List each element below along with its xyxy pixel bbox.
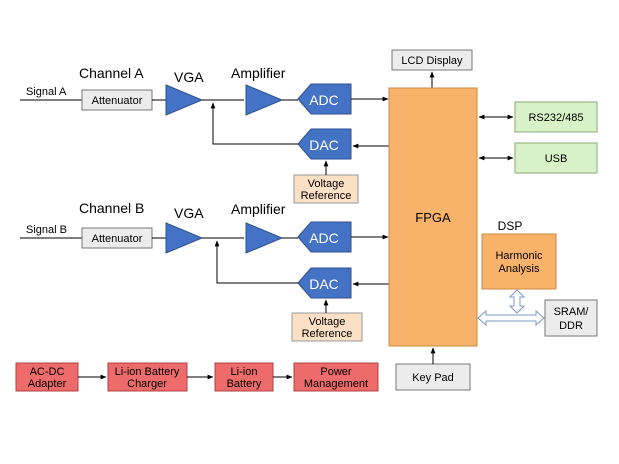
- vga-b-triangle: [165, 222, 204, 254]
- svg-text:FPGA: FPGA: [415, 210, 451, 225]
- attenuator-a-block: Attenuator: [81, 89, 153, 111]
- li-ion-charger-block: Li-ion Battery Charger: [107, 362, 188, 392]
- vga-b-label: VGA: [174, 205, 204, 221]
- amplifier-b-triangle: [245, 222, 284, 254]
- svg-text:DDR: DDR: [559, 320, 583, 332]
- signal-b-label: Signal B: [26, 224, 67, 236]
- adc-b-block: ADC: [297, 221, 352, 253]
- fpga-block: FPGA: [388, 87, 478, 347]
- bus-arrow-horizontal: [477, 309, 545, 327]
- harmonic-analysis-block: Harmonic Analysis: [481, 233, 557, 290]
- svg-text:Reference: Reference: [301, 190, 352, 202]
- svg-text:RS232/485: RS232/485: [528, 112, 583, 124]
- svg-text:LCD Display: LCD Display: [401, 55, 463, 67]
- channel-a-label: Channel A: [79, 65, 144, 81]
- svg-text:Adapter: Adapter: [28, 378, 67, 390]
- svg-text:Attenuator: Attenuator: [92, 95, 143, 107]
- svg-text:Voltage: Voltage: [308, 178, 345, 190]
- svg-text:Attenuator: Attenuator: [92, 233, 143, 245]
- vga-a-label: VGA: [174, 69, 204, 85]
- svg-text:ADC: ADC: [309, 230, 339, 246]
- svg-text:Harmonic: Harmonic: [495, 250, 543, 262]
- svg-text:Voltage: Voltage: [309, 316, 346, 328]
- sram-ddr-block: SRAM/ DDR: [544, 299, 598, 337]
- dac-b-block: DAC: [297, 267, 352, 299]
- signal-a-label: Signal A: [26, 86, 67, 98]
- svg-text:AC-DC: AC-DC: [30, 366, 65, 378]
- svg-text:Analysis: Analysis: [499, 263, 540, 275]
- attenuator-b-block: Attenuator: [81, 227, 153, 249]
- svg-text:Key Pad: Key Pad: [412, 372, 454, 384]
- svg-text:Li-ion Battery: Li-ion Battery: [115, 366, 180, 378]
- amplifier-b-label: Amplifier: [231, 201, 286, 217]
- svg-text:DAC: DAC: [309, 137, 339, 153]
- amplifier-a-label: Amplifier: [231, 65, 286, 81]
- svg-text:ADC: ADC: [309, 92, 339, 108]
- svg-text:Li-ion: Li-ion: [231, 366, 258, 378]
- svg-text:Charger: Charger: [127, 378, 167, 390]
- ac-dc-adapter-block: AC-DC Adapter: [15, 362, 79, 392]
- lcd-display-block: LCD Display: [391, 49, 473, 71]
- svg-text:Power: Power: [320, 366, 352, 378]
- svg-text:DAC: DAC: [309, 276, 339, 292]
- key-pad-block: Key Pad: [395, 363, 471, 391]
- rs232-block: RS232/485: [514, 101, 598, 133]
- adc-a-block: ADC: [297, 83, 352, 115]
- voltage-reference-a-block: Voltage Reference: [293, 174, 359, 204]
- amplifier-a-triangle: [245, 84, 284, 116]
- vga-a-triangle: [165, 84, 204, 116]
- svg-text:USB: USB: [545, 153, 568, 165]
- svg-text:Battery: Battery: [227, 378, 262, 390]
- voltage-reference-b-block: Voltage Reference: [291, 312, 363, 342]
- dsp-label: DSP: [498, 219, 523, 233]
- svg-text:Reference: Reference: [302, 328, 353, 340]
- power-management-block: Power Management: [293, 362, 379, 392]
- bus-arrow-vertical: [508, 289, 526, 314]
- svg-text:Management: Management: [304, 378, 368, 390]
- svg-text:SRAM/: SRAM/: [554, 306, 590, 318]
- channel-b-label: Channel B: [79, 200, 144, 216]
- li-ion-battery-block: Li-ion Battery: [214, 362, 274, 392]
- usb-block: USB: [514, 142, 598, 174]
- dac-a-block: DAC: [297, 128, 352, 160]
